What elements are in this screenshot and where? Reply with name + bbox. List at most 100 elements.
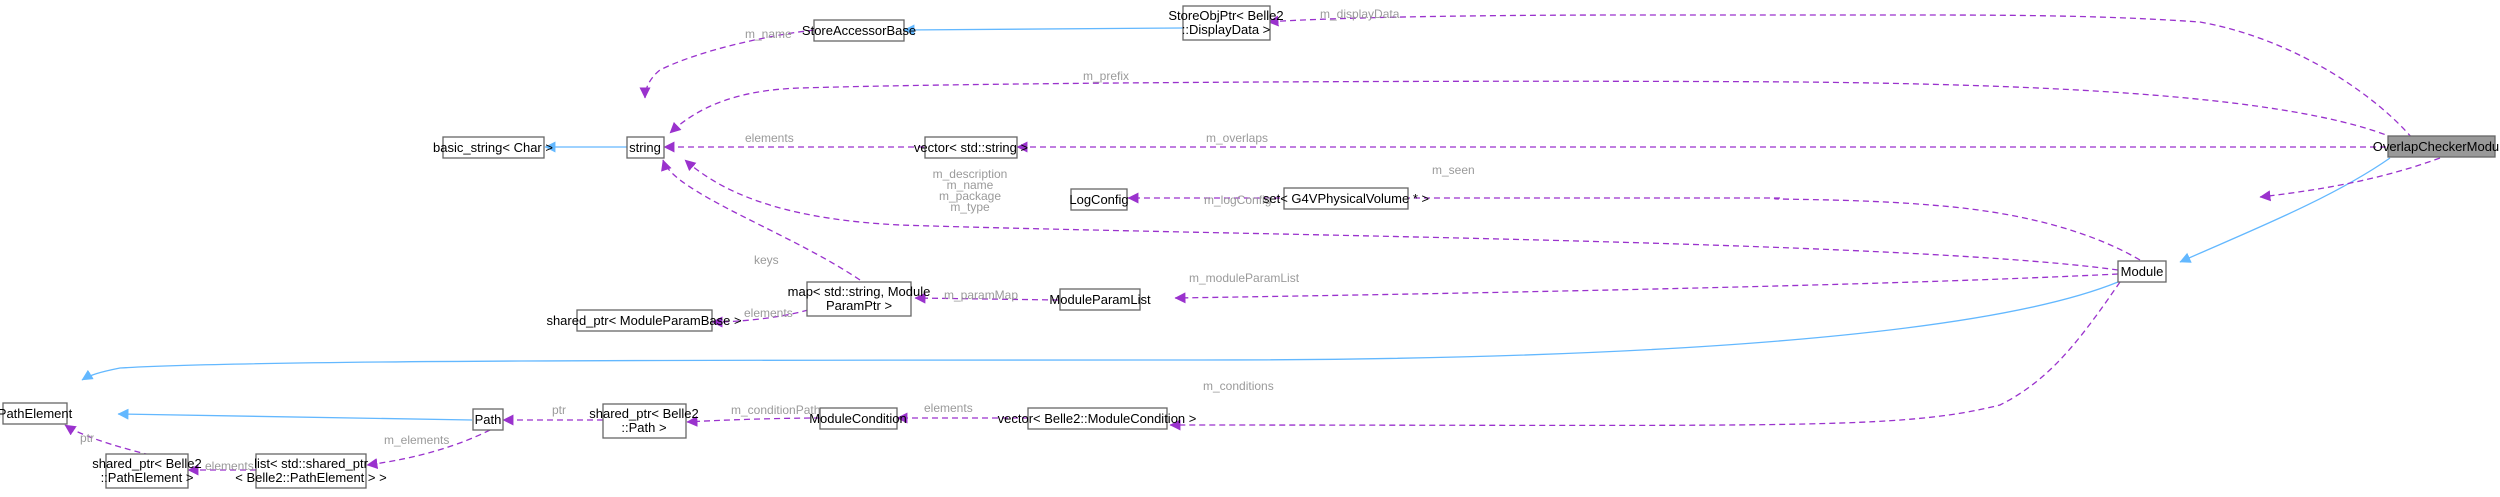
- node-pathelement-label-line-0: PathElement: [0, 406, 73, 421]
- edge-label-m-overlaps: m_overlaps: [1206, 131, 1268, 145]
- node-list-shared-ptr-pathelement[interactable]: list< std::shared_ptr< Belle2::PathEleme…: [235, 453, 387, 489]
- edge-label-elements-vector-line-0: elements: [745, 131, 794, 145]
- edge-label-m-seen: m_seen: [1432, 163, 1475, 177]
- node-basic-string-char-label: basic_string< Char >: [433, 140, 553, 155]
- node-string[interactable]: string: [626, 136, 665, 159]
- node-shared-ptr-moduleparambase-label-line-0: shared_ptr< ModuleParamBase >: [546, 313, 741, 328]
- edge-label-keys-line-0: keys: [754, 253, 779, 267]
- edge-label-m-parammap-line-0: m_paramMap: [944, 288, 1018, 302]
- node-vector-belle2-modulecondition-label: vector< Belle2::ModuleCondition >: [998, 411, 1197, 426]
- node-vector-std-string-label-line-0: vector< std::string >: [914, 140, 1028, 155]
- node-shared-ptr-belle2-path[interactable]: shared_ptr< Belle2::Path >: [589, 403, 699, 439]
- edge-label-m-prefix: m_prefix: [1083, 69, 1129, 83]
- edge-labels: m_displayData m_name m_prefix elements m…: [80, 7, 1475, 473]
- edge-label-elements-mc-line-0: elements: [924, 401, 973, 415]
- node-shared-ptr-moduleparambase[interactable]: shared_ptr< ModuleParamBase >: [546, 309, 742, 332]
- node-vector-std-string[interactable]: vector< std::string >: [914, 136, 1028, 159]
- node-storeaccessorbase[interactable]: StoreAccessorBase: [802, 19, 916, 42]
- node-storeobjptr-displaydata-label: StoreObjPtr< Belle2::DisplayData >: [1168, 8, 1283, 37]
- node-shared-ptr-belle2-pathelement-label: shared_ptr< Belle2::PathElement >: [92, 456, 202, 485]
- node-vector-belle2-modulecondition[interactable]: vector< Belle2::ModuleCondition >: [998, 407, 1197, 430]
- inherit-edge-overlap-module: [2179, 157, 2391, 263]
- usage-edge-keys: [661, 159, 861, 281]
- node-module-label-line-0: Module: [2121, 264, 2164, 279]
- inherit-edge-storeobjptr-storeaccessor: [903, 24, 1184, 36]
- node-list-shared-ptr-pathelement-label: list< std::shared_ptr< Belle2::PathEleme…: [235, 456, 386, 485]
- edge-label-module-strings-line-1: m_name: [947, 178, 994, 192]
- edge-label-m-parammap: m_paramMap: [944, 288, 1018, 302]
- node-set-g4vphysicalvolume-label: set< G4VPhysicalVolume * >: [1263, 191, 1429, 206]
- node-list-shared-ptr-pathelement-label-line-0: list< std::shared_ptr: [254, 456, 368, 471]
- node-path-label-line-0: Path: [475, 412, 502, 427]
- edge-label-m-elements: m_elements: [384, 433, 449, 447]
- node-overlapcheckermodule-label-line-0: OverlapCheckerModule: [2373, 139, 2500, 154]
- edge-label-keys: keys: [754, 253, 779, 267]
- inherit-edge-module-pathelement: [81, 281, 2119, 381]
- edge-label-module-strings-line-0: m_description: [933, 167, 1008, 181]
- edges: [64, 14, 2441, 476]
- node-logconfig-label: LogConfig: [1069, 192, 1128, 207]
- node-modulecondition-label: ModuleCondition: [809, 411, 907, 426]
- edge-label-elements-vector: elements: [745, 131, 794, 145]
- node-shared-ptr-belle2-pathelement[interactable]: shared_ptr< Belle2::PathElement >: [92, 453, 202, 489]
- node-storeobjptr-displaydata-label-line-0: StoreObjPtr< Belle2: [1168, 8, 1283, 23]
- node-vector-belle2-modulecondition-label-line-0: vector< Belle2::ModuleCondition >: [998, 411, 1197, 426]
- node-storeobjptr-displaydata[interactable]: StoreObjPtr< Belle2::DisplayData >: [1168, 5, 1284, 41]
- node-module-label: Module: [2121, 264, 2164, 279]
- node-logconfig-label-line-0: LogConfig: [1069, 192, 1128, 207]
- node-set-g4vphysicalvolume-label-line-0: set< G4VPhysicalVolume * >: [1263, 191, 1429, 206]
- node-string-label: string: [629, 140, 661, 155]
- edge-label-m-conditionpath-line-0: m_conditionPath: [731, 403, 820, 417]
- node-path-label: Path: [475, 412, 502, 427]
- node-pathelement[interactable]: PathElement: [0, 402, 73, 425]
- node-overlapcheckermodule[interactable]: OverlapCheckerModule: [2373, 135, 2500, 158]
- node-logconfig[interactable]: LogConfig: [1069, 188, 1129, 211]
- usage-edge-m-parammap: [914, 292, 1059, 304]
- edge-label-elements-list-line-0: elements: [205, 459, 254, 473]
- edge-label-module-strings-line-3: m_type: [950, 200, 990, 214]
- edge-label-elements-map: elements: [744, 306, 793, 320]
- node-set-g4vphysicalvolume[interactable]: set< G4VPhysicalVolume * >: [1263, 187, 1429, 210]
- node-map-string-moduleparamptr-label-line-1: ParamPtr >: [826, 298, 892, 313]
- edge-label-m-conditions: m_conditions: [1203, 379, 1274, 393]
- edge-label-m-displaydata-line-0: m_displayData: [1320, 7, 1400, 21]
- node-modulecondition-label-line-0: ModuleCondition: [809, 411, 907, 426]
- usage-edge-m-displaydata: [1267, 14, 2413, 139]
- edge-label-m-moduleparamlist-line-0: m_moduleParamList: [1189, 271, 1300, 285]
- edge-label-module-strings-line-2: m_package: [939, 189, 1001, 203]
- edge-label-elements-map-line-0: elements: [744, 306, 793, 320]
- usage-edge-m-logconfig: [1127, 192, 2141, 261]
- node-list-shared-ptr-pathelement-label-line-1: < Belle2::PathElement > >: [235, 470, 386, 485]
- node-vector-std-string-label: vector< std::string >: [914, 140, 1028, 155]
- edge-label-ptr-pe: ptr: [80, 431, 94, 445]
- nodes: OverlapCheckerModule StoreObjPtr< Belle2…: [0, 5, 2500, 489]
- node-basic-string-char[interactable]: basic_string< Char >: [433, 136, 553, 159]
- edge-label-m-name-line-0: m_name: [745, 27, 792, 41]
- node-moduleparamlist[interactable]: ModuleParamList: [1049, 288, 1151, 311]
- edge-label-m-prefix-line-0: m_prefix: [1083, 69, 1129, 83]
- edge-label-ptr-path: ptr: [552, 403, 566, 417]
- node-basic-string-char-label-line-0: basic_string< Char >: [433, 140, 553, 155]
- node-moduleparamlist-label-line-0: ModuleParamList: [1049, 292, 1151, 307]
- node-storeaccessorbase-label: StoreAccessorBase: [802, 23, 916, 38]
- node-storeobjptr-displaydata-label-line-1: ::DisplayData >: [1182, 22, 1271, 37]
- edge-label-m-conditionpath: m_conditionPath: [731, 403, 820, 417]
- usage-edge-m-moduleparamlist: [1174, 273, 2119, 304]
- edge-label-m-moduleparamlist: m_moduleParamList: [1189, 271, 1300, 285]
- usage-edge-m-seen: [2259, 157, 2441, 202]
- node-storeaccessorbase-label-line-0: StoreAccessorBase: [802, 23, 916, 38]
- edge-label-ptr-path-line-0: ptr: [552, 403, 566, 417]
- usage-edge-m-prefix: [669, 80, 2395, 139]
- node-modulecondition[interactable]: ModuleCondition: [809, 407, 907, 430]
- edge-label-m-seen-line-0: m_seen: [1432, 163, 1475, 177]
- node-shared-ptr-belle2-path-label-line-1: ::Path >: [621, 420, 666, 435]
- node-path[interactable]: Path: [472, 408, 504, 431]
- edge-label-elements-list: elements: [205, 459, 254, 473]
- usage-edge-module-strings: [684, 159, 2119, 271]
- node-shared-ptr-belle2-path-label-line-0: shared_ptr< Belle2: [589, 406, 699, 421]
- node-module[interactable]: Module: [2117, 260, 2167, 283]
- node-shared-ptr-belle2-pathelement-label-line-0: shared_ptr< Belle2: [92, 456, 202, 471]
- edge-label-m-conditions-line-0: m_conditions: [1203, 379, 1274, 393]
